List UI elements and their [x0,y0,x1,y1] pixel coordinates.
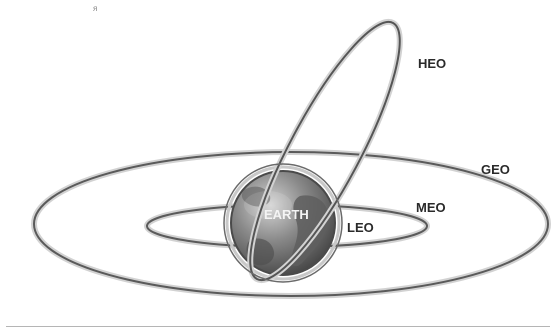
meo-label: MEO [416,200,446,215]
bottom-divider [6,326,550,327]
geo-label: GEO [481,162,510,177]
earth-label: EARTH [264,207,309,222]
leo-label: LEO [347,220,374,235]
heo-label: HEO [418,56,446,71]
corner-mark: ᴙ [93,4,97,13]
